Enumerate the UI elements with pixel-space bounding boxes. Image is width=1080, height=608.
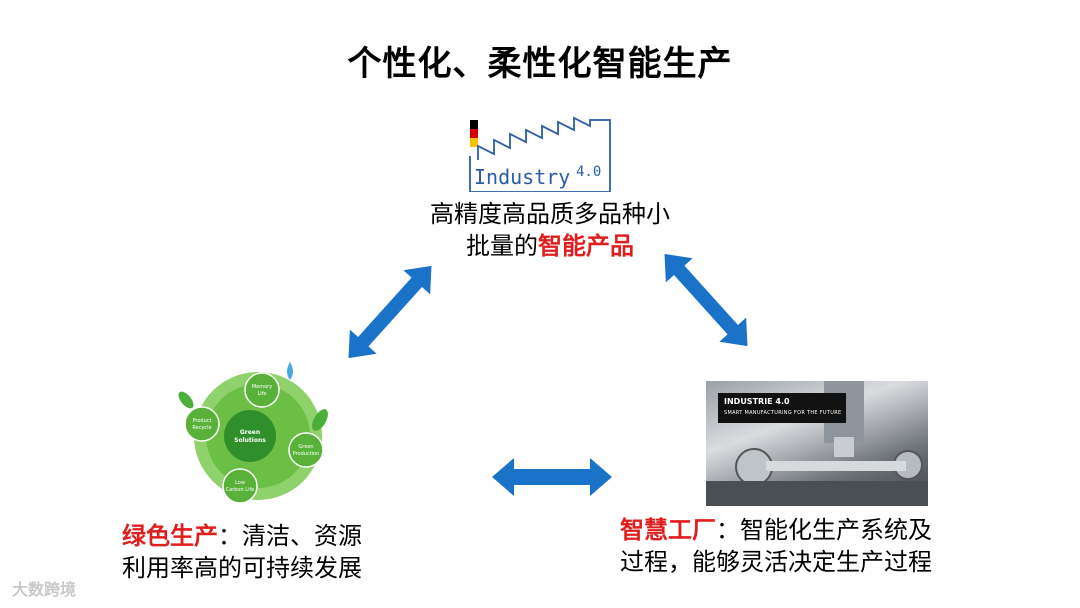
factory-line-2: 过程，能够灵活决定生产过程 (620, 548, 932, 576)
green-line-2: 利用率高的可持续发展 (122, 554, 362, 582)
svg-text:Green: Green (240, 429, 260, 436)
top-line-1: 高精度高品质多品种小 (430, 200, 670, 228)
smart-product-highlight: 智能产品 (538, 232, 634, 260)
green-production-description: 绿色生产：清洁、资源 利用率高的可持续发展 (122, 520, 422, 584)
photo-caption-box: INDUSTRIE 4.0 SMART MANUFACTURING FOR TH… (718, 393, 846, 423)
svg-text:Product: Product (193, 418, 212, 424)
green-production-highlight: 绿色生产 (122, 522, 218, 550)
svg-text:Green: Green (298, 444, 313, 450)
svg-text:Memory: Memory (252, 384, 272, 390)
svg-text:Recycle: Recycle (192, 425, 211, 431)
double-arrow-icon (348, 265, 432, 359)
double-arrow-icon (492, 458, 612, 496)
top-description: 高精度高品质多品种小 批量的智能产品 (400, 198, 700, 262)
smart-factory-highlight: 智慧工厂 (620, 516, 716, 544)
green-line-1: 绿色生产：清洁、资源 (122, 522, 362, 550)
svg-text:Life: Life (257, 391, 266, 397)
cnc-machine-photo: INDUSTRIE 4.0 SMART MANUFACTURING FOR TH… (706, 381, 928, 506)
svg-text:Low: Low (235, 480, 245, 486)
double-arrow-icon (664, 253, 748, 347)
smart-factory-description: 智慧工厂：智能化生产系统及 过程，能够灵活决定生产过程 (620, 514, 1000, 578)
factory-line-1: 智慧工厂：智能化生产系统及 (620, 516, 932, 544)
photo-subtitle: SMART MANUFACTURING FOR THE FUTURE (724, 410, 842, 416)
green-globe-icon: Green Solutions Memory Life Green Produc… (178, 362, 328, 504)
photo-title: INDUSTRIE 4.0 (724, 397, 790, 406)
svg-text:Production: Production (293, 451, 320, 457)
top-line-2: 批量的智能产品 (466, 232, 634, 260)
logo-version: 4.0 (576, 164, 601, 180)
watermark: 大数跨境 (12, 580, 77, 599)
page-title: 个性化、柔性化智能生产 (347, 44, 733, 84)
svg-text:Solutions: Solutions (234, 437, 266, 444)
factory-icon: Industry 4.0 (469, 116, 611, 192)
svg-text:Carbon Life: Carbon Life (226, 487, 255, 493)
logo-text: Industry (474, 165, 570, 189)
